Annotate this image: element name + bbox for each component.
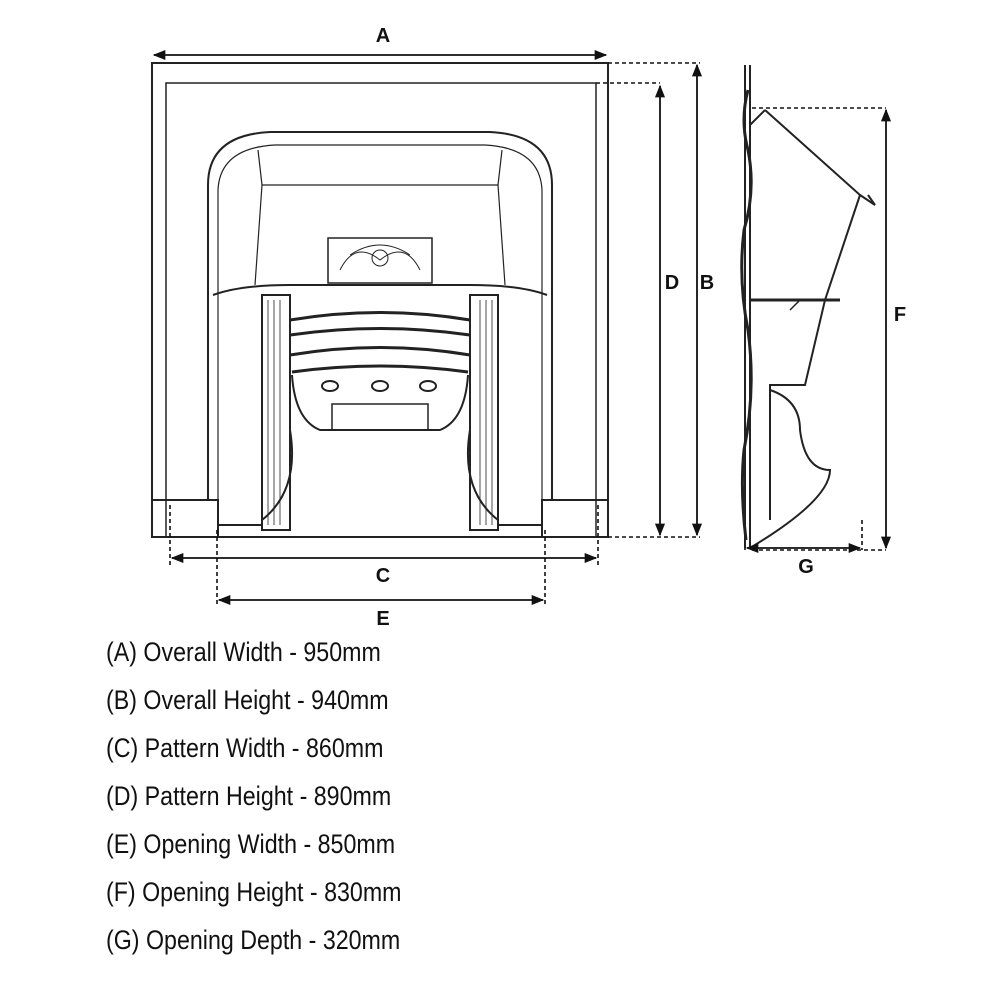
side-view — [740, 65, 876, 549]
extension-lines — [169, 62, 886, 605]
spec-overall-width: (A) Overall Width - 950mm — [106, 637, 381, 667]
label-a: A — [376, 25, 390, 47]
spec-pattern-height: (D) Pattern Height - 890mm — [106, 781, 392, 811]
label-g: G — [798, 556, 814, 578]
spec-opening-width: (E) Opening Width - 850mm — [106, 829, 396, 859]
spec-pattern-width: (C) Pattern Width - 860mm — [106, 733, 384, 763]
label-e: E — [376, 608, 389, 630]
label-c: C — [376, 565, 390, 587]
front-view — [151, 62, 609, 538]
label-b: B — [700, 272, 714, 294]
label-f: F — [894, 304, 906, 326]
dimension-specs-list: (A) Overall Width - 950mm (B) Overall He… — [106, 634, 450, 970]
label-d: D — [665, 272, 679, 294]
dimension-lines — [152, 49, 892, 606]
spec-opening-depth: (G) Opening Depth - 320mm — [106, 925, 401, 955]
spec-overall-height: (B) Overall Height - 940mm — [106, 685, 389, 715]
spec-opening-height: (F) Opening Height - 830mm — [106, 877, 402, 907]
fireplace-diagram: A D B C E F G — [151, 25, 907, 630]
